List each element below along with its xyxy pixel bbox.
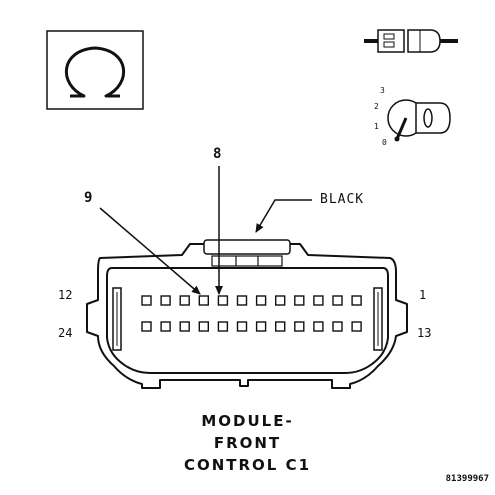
pin-cavity xyxy=(313,321,324,332)
callout-pin-9: 9 xyxy=(84,190,93,206)
pin-cavity xyxy=(255,321,267,332)
pin-cavity xyxy=(236,321,248,332)
pin-cavity xyxy=(313,295,324,306)
connector-body xyxy=(86,239,408,389)
pin-cavity-grid xyxy=(141,295,362,332)
pin-cavity xyxy=(217,295,229,306)
ignition-pos-2: 2 xyxy=(374,102,379,111)
ignition-switch-icon xyxy=(387,99,451,142)
pin-cavity xyxy=(275,295,286,306)
figure-number: 81399967 xyxy=(445,474,489,484)
pin-cavity xyxy=(236,295,248,306)
pin-cavity xyxy=(141,295,152,306)
ignition-pos-3: 3 xyxy=(380,86,385,95)
connector-color-label: BLACK xyxy=(320,192,365,207)
pin-cavity xyxy=(351,321,362,332)
pin-label-12: 12 xyxy=(58,288,73,302)
color-leader xyxy=(255,199,312,233)
pin-cavity xyxy=(275,321,286,332)
connector-caption-line1: MODULE- xyxy=(201,412,294,430)
callout-pin-8: 8 xyxy=(213,146,222,162)
pin-cavity xyxy=(160,295,171,306)
pin-cavity xyxy=(351,295,362,306)
ignition-pos-1: 1 xyxy=(374,122,379,131)
pin-cavity xyxy=(179,321,190,332)
pin-cavity xyxy=(217,321,229,332)
pin-9-arrow xyxy=(99,207,201,295)
pin-label-13: 13 xyxy=(417,326,432,340)
pin-cavity xyxy=(198,321,210,332)
ohm-symbol-icon xyxy=(46,30,144,110)
pin-cavity xyxy=(141,321,152,332)
pin-cavity xyxy=(179,295,190,306)
pin-cavity xyxy=(332,295,343,306)
pin-cavity xyxy=(294,295,305,306)
connector-caption-line2: FRONT xyxy=(213,434,282,452)
pin-label-1: 1 xyxy=(419,288,427,302)
pin-cavity xyxy=(255,295,267,306)
ignition-pos-0: 0 xyxy=(382,138,387,147)
pin-cavity xyxy=(198,295,210,306)
pin-cavity xyxy=(332,321,343,332)
pin-label-24: 24 xyxy=(58,326,73,340)
pin-cavity xyxy=(160,321,171,332)
pin-cavity xyxy=(294,321,305,332)
connector-caption-line3: CONTROL C1 xyxy=(183,456,312,474)
connector-disconnect-icon xyxy=(364,29,458,53)
